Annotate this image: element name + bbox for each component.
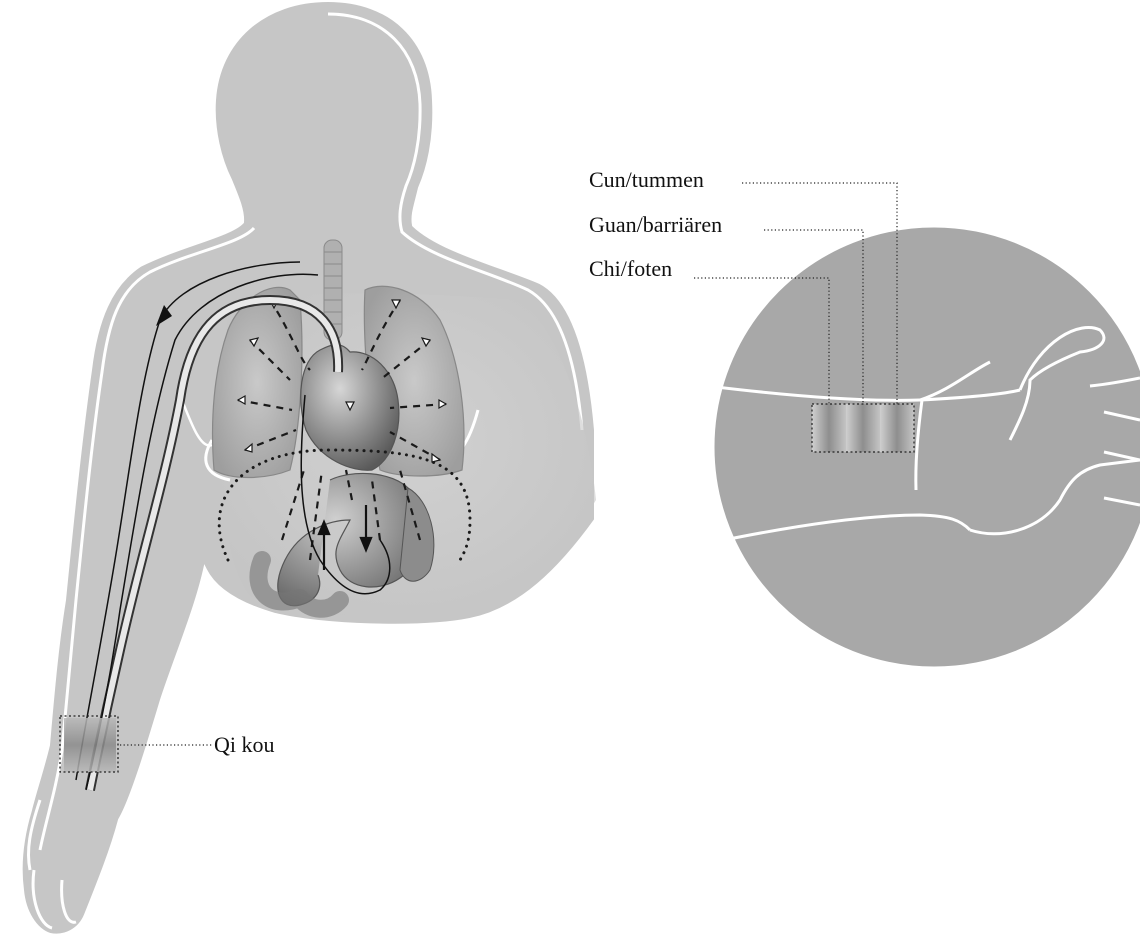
pulse-chi bbox=[812, 404, 846, 452]
wrist-detail-circle bbox=[700, 225, 1140, 669]
guan-label: Guan/barriären bbox=[589, 212, 722, 237]
chi-label: Chi/foten bbox=[589, 256, 672, 281]
cun-label: Cun/tummen bbox=[589, 167, 704, 192]
wrist-band bbox=[64, 718, 116, 772]
pulse-cun bbox=[880, 404, 914, 452]
pulse-guan bbox=[846, 404, 880, 452]
qi-kou-label: Qi kou bbox=[214, 732, 275, 757]
body-figure bbox=[21, 0, 596, 936]
